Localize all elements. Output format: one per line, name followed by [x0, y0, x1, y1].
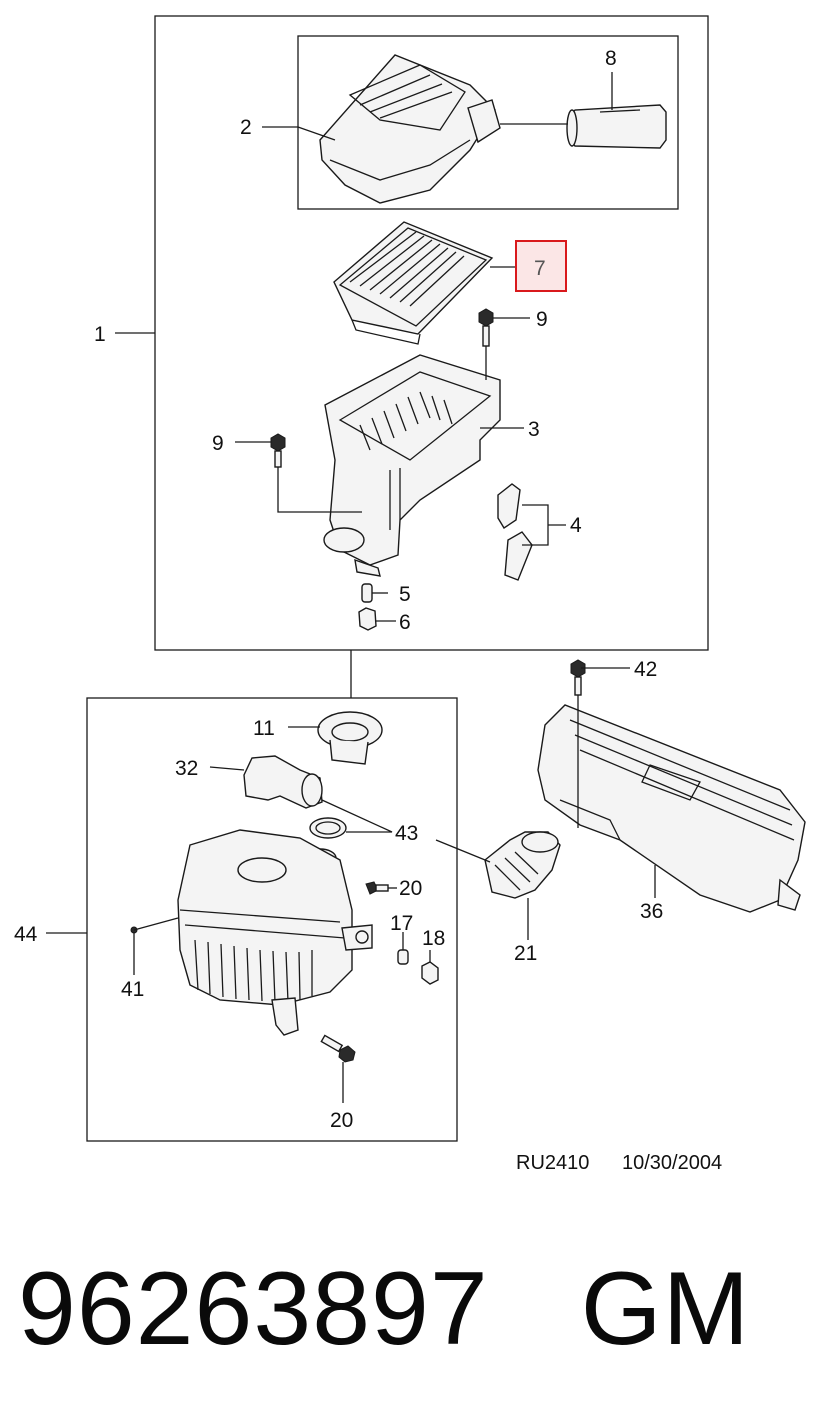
part-20-bolt-lower	[320, 1034, 356, 1063]
part-brand: GM	[580, 1251, 751, 1367]
subassembly-box-cover	[297, 35, 679, 210]
part-number: 96263897	[18, 1251, 489, 1367]
callout-9-upper: 9	[536, 308, 548, 331]
callout-18: 18	[422, 927, 445, 950]
callout-21: 21	[514, 942, 537, 965]
leader-lines	[46, 72, 656, 1103]
reference-date: 10/30/2004	[622, 1152, 722, 1174]
callout-20-upper: 20	[399, 877, 422, 900]
part-4-clips	[497, 483, 533, 581]
part-8-snorkel	[566, 104, 667, 149]
callout-20-lower: 20	[330, 1109, 353, 1132]
part-44-resonator	[177, 829, 373, 1036]
callout-8: 8	[605, 47, 617, 70]
callout-1: 1	[94, 323, 106, 346]
callout-11: 11	[253, 717, 275, 740]
part-18-nut	[421, 961, 439, 985]
callout-42: 42	[634, 658, 657, 681]
callout-5: 5	[399, 583, 411, 606]
part-7-filter-element	[333, 221, 494, 345]
callout-9-left: 9	[212, 432, 224, 455]
part-32-elbow	[243, 755, 323, 809]
part-17-spacer	[397, 949, 409, 965]
part-36-duct	[537, 704, 806, 913]
callout-labels: 1 2 3 4 5 6 7 8 9 9 11 17 18 20 20 21 32…	[14, 47, 663, 1132]
callout-17: 17	[390, 912, 413, 935]
callout-4: 4	[570, 514, 582, 537]
part-42-bolt	[570, 659, 586, 696]
callout-43: 43	[395, 822, 418, 845]
part-43-clamp-a	[309, 817, 347, 839]
highlight-box-part-7	[515, 240, 567, 292]
callout-7: 7	[534, 257, 546, 280]
part-20-bolt-upper	[365, 881, 389, 895]
assembly-box-resonator	[86, 697, 458, 1142]
part-number-line: 96263897 GM	[18, 1250, 750, 1369]
callout-32: 32	[175, 757, 198, 780]
part-3-lower-housing	[323, 354, 501, 577]
part-9-bolt-upper	[478, 308, 494, 347]
reference-code: RU2410	[516, 1152, 589, 1174]
part-5-grommet	[361, 583, 373, 603]
callout-2: 2	[240, 116, 252, 139]
part-2-cover	[319, 54, 501, 204]
part-9-bolt-left	[270, 433, 286, 468]
part-11-seal	[317, 711, 383, 765]
part-6-nut	[358, 607, 377, 631]
part-21-hose	[484, 831, 561, 899]
callout-6: 6	[399, 611, 411, 634]
callout-36: 36	[640, 900, 663, 923]
callout-41: 41	[121, 978, 144, 1001]
callout-3: 3	[528, 418, 540, 441]
callout-44: 44	[14, 923, 38, 946]
